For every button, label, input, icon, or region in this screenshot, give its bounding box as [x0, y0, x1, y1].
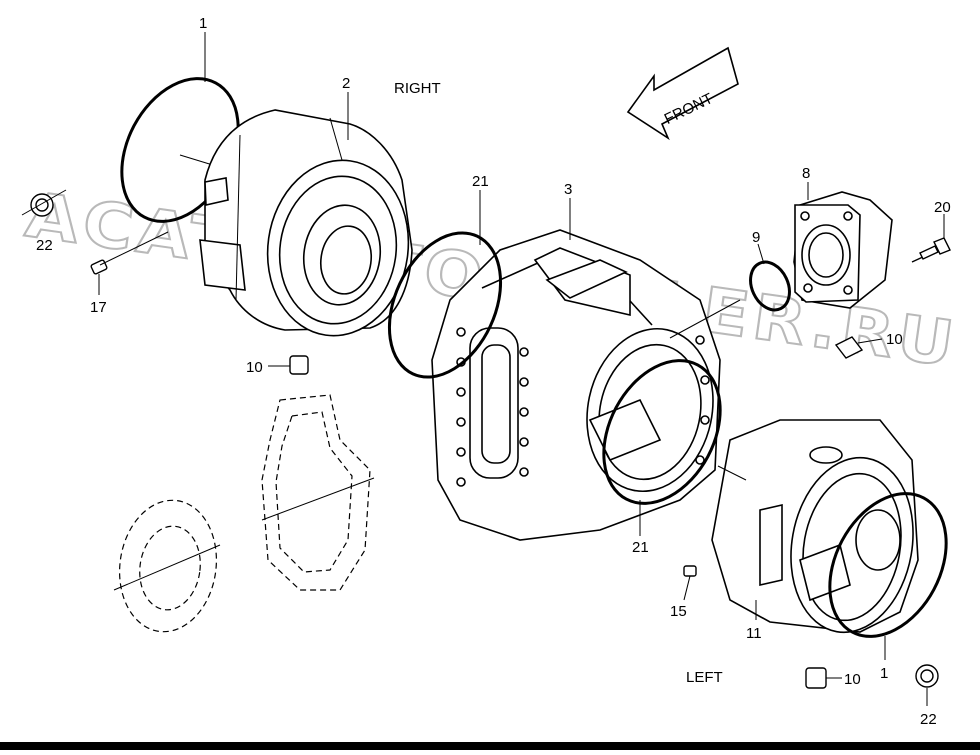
callout-15: 15 — [670, 603, 687, 620]
plug-10-bottom — [805, 667, 842, 689]
side-label-right: RIGHT — [394, 80, 441, 97]
o-ring-9 — [749, 243, 791, 312]
front-arrow: FRONT — [626, 46, 739, 141]
gasket-small — [113, 499, 221, 633]
leader-lines — [204, 32, 747, 481]
callout-labels: 1 2 21 3 8 9 20 22 17 10 10 21 15 11 10 … — [36, 15, 951, 728]
plug-22-left — [21, 189, 67, 217]
callout-8: 8 — [802, 165, 810, 182]
o-ring-21-bottom — [602, 359, 722, 536]
callout-20: 20 — [934, 199, 951, 216]
callout-21-bottom: 21 — [632, 539, 649, 556]
o-ring-bottom — [828, 492, 948, 660]
setscrew-17 — [90, 231, 169, 295]
bottom-border — [0, 742, 980, 750]
callout-1-bottom: 1 — [880, 665, 888, 682]
callout-10-right: 10 — [886, 331, 903, 348]
bolt-20 — [911, 214, 951, 263]
o-ring-21-top — [387, 190, 503, 379]
callout-3: 3 — [564, 181, 572, 198]
plug-22-bottom — [915, 664, 939, 706]
setscrew-15 — [683, 565, 697, 601]
callout-22-left: 22 — [36, 237, 53, 254]
callout-2: 2 — [342, 75, 350, 92]
callout-10-left: 10 — [246, 359, 263, 376]
callout-1-top: 1 — [199, 15, 207, 32]
main-axle-housing — [431, 229, 721, 541]
right-cover-housing — [199, 109, 413, 337]
callout-21-top: 21 — [472, 173, 489, 190]
plug-10-left — [268, 355, 309, 375]
flange-8 — [793, 182, 893, 309]
callout-11: 11 — [746, 625, 762, 642]
gasket-large — [261, 394, 375, 591]
side-label-left: LEFT — [686, 669, 723, 686]
callout-10-bottom: 10 — [844, 671, 861, 688]
left-housing-11 — [711, 419, 919, 634]
callout-17: 17 — [90, 299, 107, 316]
callout-9: 9 — [752, 229, 760, 246]
plug-10-right — [834, 336, 883, 359]
callout-22-bottom: 22 — [920, 711, 937, 728]
